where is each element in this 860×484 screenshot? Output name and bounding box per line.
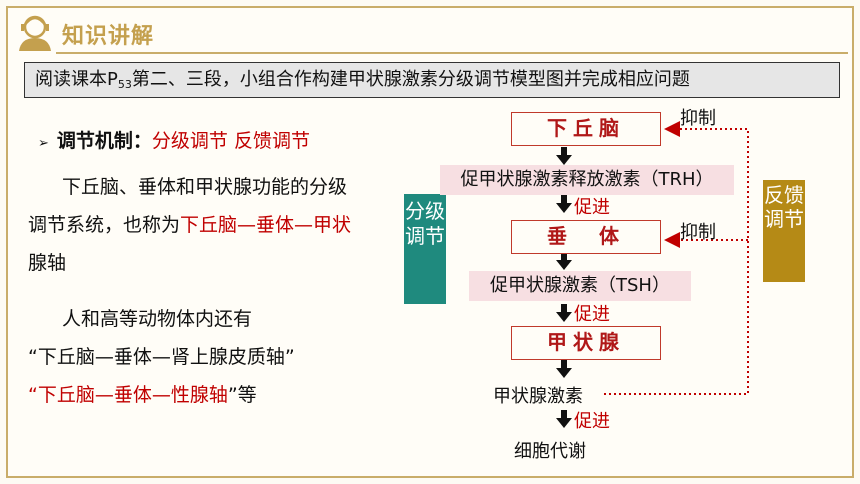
para1-line1: 下丘脑、垂体和甲状腺功能的分级 bbox=[62, 176, 348, 198]
para1-line2-plain: 调节系统，也称为 bbox=[28, 214, 181, 236]
node-hypothalamus: 下丘脑 bbox=[511, 112, 661, 146]
promote-label-1: 促进 bbox=[574, 197, 610, 218]
mechanism-bullet: ➢ 调节机制：分级调节 反馈调节 bbox=[38, 126, 310, 153]
para2-line3: “下丘脑—垂体—性腺轴”等 bbox=[28, 380, 257, 407]
node-thyroid: 甲状腺 bbox=[511, 326, 661, 360]
para2-line3-plain: ”等 bbox=[227, 384, 257, 406]
thyroid-hormone-label: 甲状腺激素 bbox=[493, 386, 583, 407]
bullet-arrow-icon: ➢ bbox=[38, 136, 49, 151]
para2-line2: “下丘脑—垂体—肾上腺皮质轴” bbox=[28, 346, 295, 368]
task-page-subscript: 53 bbox=[117, 78, 132, 91]
graded-regulation-label: 分级调节 bbox=[404, 194, 446, 304]
inhibit-label-2: 抑制 bbox=[680, 222, 716, 243]
feedback-regulation-label: 反馈调节 bbox=[763, 180, 805, 282]
mechanism-value: 分级调节 反馈调节 bbox=[151, 130, 310, 152]
task-instruction: 阅读课本P53第二、三段，小组合作构建甲状腺激素分级调节模型图并完成相应问题 bbox=[24, 62, 840, 98]
promote-label-2: 促进 bbox=[574, 304, 610, 325]
promote-label-3: 促进 bbox=[574, 411, 610, 432]
section-title: 知识讲解 bbox=[62, 24, 155, 49]
para1-line2: 调节系统，也称为下丘脑—垂体—甲状 bbox=[28, 210, 351, 237]
mechanism-label: 调节机制： bbox=[56, 130, 152, 152]
inhibit-label-1: 抑制 bbox=[680, 108, 716, 129]
para2-line3-red: “下丘脑—垂体—性腺轴 bbox=[28, 384, 228, 406]
teacher-avatar-icon bbox=[19, 15, 51, 51]
para2-line1: 人和高等动物体内还有 bbox=[62, 308, 253, 330]
hormone-trh: 促甲状腺激素释放激素（TRH） bbox=[440, 165, 734, 195]
node-pituitary: 垂 体 bbox=[511, 220, 661, 254]
hormone-tsh: 促甲状腺激素（TSH） bbox=[469, 271, 691, 301]
task-text-end: 第二、三段，小组合作构建甲状腺激素分级调节模型图并完成相应问题 bbox=[131, 69, 690, 90]
task-text-start: 阅读课本P bbox=[35, 69, 118, 90]
para1-line2-red: 下丘脑—垂体—甲状 bbox=[180, 214, 352, 236]
cell-metabolism-label: 细胞代谢 bbox=[514, 441, 586, 462]
para1-line3: 腺轴 bbox=[28, 252, 67, 274]
header-divider bbox=[56, 52, 848, 54]
